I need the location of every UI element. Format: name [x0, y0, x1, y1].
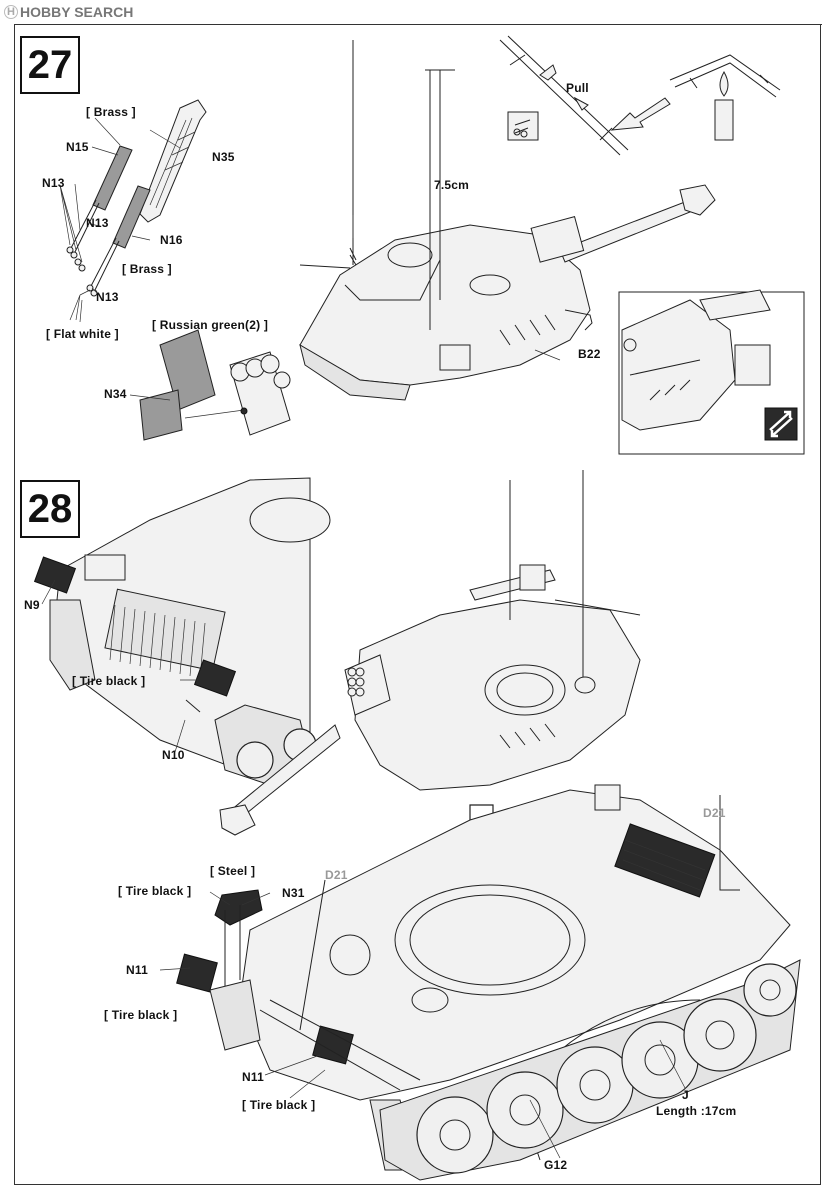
- label-d21-left: D21: [325, 868, 348, 882]
- label-b22: B22: [578, 347, 601, 361]
- label-n16: N16: [160, 233, 183, 247]
- label-length: Length :17cm: [656, 1104, 737, 1118]
- step-28-label: 28: [27, 486, 73, 531]
- main-hull-drawing: [176, 784, 791, 1171]
- n34-parts-drawing: [139, 329, 291, 441]
- label-tire-black-3: [ Tire black ]: [104, 1008, 178, 1022]
- logo-text: HOBBY SEARCH: [20, 4, 134, 20]
- label-tire-black-4: [ Tire black ]: [242, 1098, 316, 1112]
- label-flat-white: [ Flat white ]: [46, 327, 119, 341]
- detail-inset-box: [618, 289, 805, 455]
- page-right-border: [820, 24, 821, 1184]
- header-bar: H HOBBY SEARCH: [0, 0, 833, 30]
- label-antenna-length: 7.5cm: [434, 178, 470, 192]
- logo-mark: H: [4, 5, 18, 19]
- turret-step27-drawing: [299, 40, 716, 401]
- label-n31: N31: [282, 886, 305, 900]
- turret-step28-drawing: [219, 470, 641, 836]
- pull-diagram: [499, 35, 781, 156]
- label-brass-bottom: [ Brass ]: [122, 262, 172, 276]
- step27-frame: [14, 24, 822, 465]
- label-n10: N10: [162, 748, 185, 762]
- label-pull: Pull: [566, 81, 589, 95]
- step-28-number: 28: [20, 480, 80, 538]
- label-n34: N34: [104, 387, 127, 401]
- label-n11-b: N11: [242, 1070, 264, 1084]
- hull-rear-view-drawing: [33, 477, 331, 786]
- road-wheels-drawing: [379, 959, 801, 1181]
- label-brass-top: [ Brass ]: [86, 105, 136, 119]
- hobby-search-logo: H HOBBY SEARCH: [4, 4, 133, 20]
- page-left-border: [14, 24, 15, 1184]
- label-n13-a: N13: [42, 176, 65, 190]
- rocket-tubes-drawing: [59, 145, 151, 321]
- step-27-label: 27: [27, 42, 73, 87]
- step-27-number: 27: [20, 36, 80, 94]
- label-n9: N9: [24, 598, 40, 612]
- label-n11-a: N11: [126, 963, 148, 977]
- label-n13-b: N13: [86, 216, 109, 230]
- label-russian-green: [ Russian green(2) ]: [152, 318, 269, 332]
- label-j: J: [682, 1088, 689, 1102]
- leader-lines: [41, 117, 686, 1159]
- n35-rack-drawing: [139, 99, 207, 223]
- label-tire-black-1: [ Tire black ]: [72, 674, 146, 688]
- label-d21-right: D21: [703, 806, 726, 820]
- label-tire-black-2: [ Tire black ]: [118, 884, 192, 898]
- label-n13-c: N13: [96, 290, 119, 304]
- label-steel: [ Steel ]: [210, 864, 256, 878]
- page-bottom-border: [14, 1184, 821, 1185]
- label-g12: G12: [544, 1158, 568, 1172]
- label-n35: N35: [212, 150, 235, 164]
- label-n15: N15: [66, 140, 89, 154]
